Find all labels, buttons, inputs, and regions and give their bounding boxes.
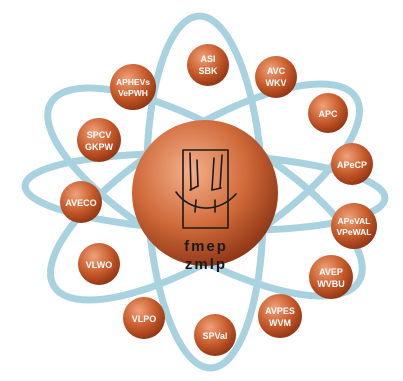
node-label: AVC <box>267 66 286 76</box>
node-vlpo[interactable]: VLPO <box>123 297 165 339</box>
svg-text:APC: APC <box>318 109 338 119</box>
node-spcv-gkpw[interactable]: SPCV GKPW <box>77 118 121 162</box>
hub-sphere <box>132 120 278 266</box>
node-apecp[interactable]: APeCP <box>331 143 373 185</box>
node-label: GKPW <box>85 142 114 152</box>
node-aveco[interactable]: AVECO <box>60 181 102 223</box>
node-label: AVEP <box>319 267 343 277</box>
node-label: APHEVs <box>116 77 150 87</box>
node-avpes-wvm[interactable]: AVPES WVM <box>258 294 302 338</box>
hub-line-2: zmlp <box>185 256 227 273</box>
hub-line-1: fmep <box>184 238 228 255</box>
svg-text:VLPO: VLPO <box>132 314 157 324</box>
node-vlwo[interactable]: VLWO <box>78 243 120 285</box>
node-label: VLPO <box>132 314 157 324</box>
node-label: WVM <box>269 318 291 328</box>
hub: fmep zmlp <box>132 120 278 273</box>
node-avc-wkv[interactable]: AVC WKV <box>255 56 297 98</box>
node-label: APeCP <box>337 160 367 170</box>
node-label: AVPES <box>265 306 295 316</box>
svg-text:VLWO: VLWO <box>86 260 113 270</box>
node-asi-sbk[interactable]: ASI SBK <box>187 44 229 86</box>
node-label: WKV <box>266 78 287 88</box>
node-label: SPVal <box>202 331 227 341</box>
node-label: ASI <box>200 54 215 64</box>
face-sketch-logo <box>175 149 237 229</box>
svg-text:SPVal: SPVal <box>202 331 227 341</box>
node-label: WVBU <box>317 279 345 289</box>
node-spval[interactable]: SPVal <box>194 314 236 356</box>
svg-text:AVECO: AVECO <box>65 198 96 208</box>
node-avep-wvbu[interactable]: AVEP WVBU <box>309 255 353 299</box>
node-label: APC <box>318 109 338 119</box>
node-label: VLWO <box>86 260 113 270</box>
svg-text:APeCP: APeCP <box>337 160 367 170</box>
node-label: APeVAL <box>338 216 371 226</box>
node-label: SBK <box>198 66 218 76</box>
node-apc[interactable]: APC <box>308 93 348 133</box>
node-label: VePWH <box>118 88 148 98</box>
node-label: VPeWAL <box>337 227 372 237</box>
node-label: AVECO <box>65 198 96 208</box>
node-label: SPCV <box>87 130 112 140</box>
